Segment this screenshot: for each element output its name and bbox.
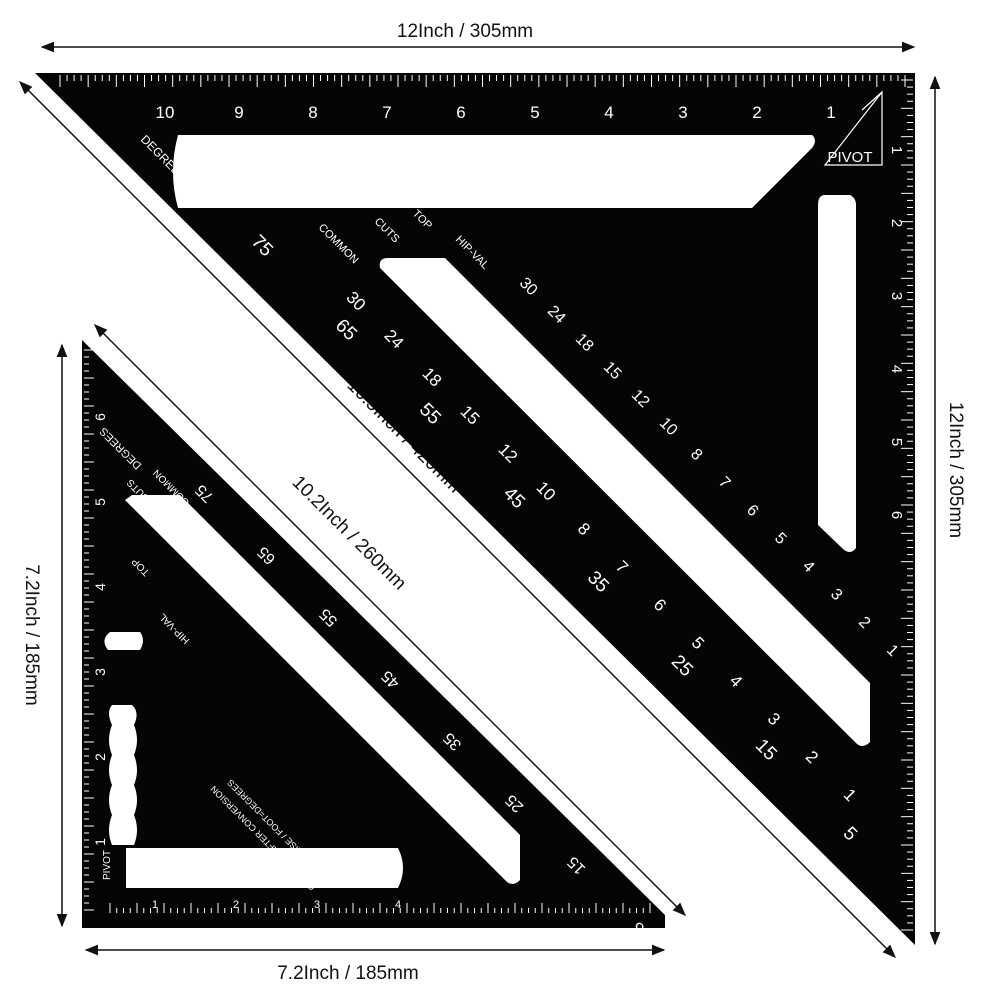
scale-mark: 1 — [92, 838, 108, 846]
scale-mark: 4 — [604, 103, 613, 122]
large-right-scale: 1 2 3 4 5 6 — [888, 79, 913, 931]
dimension-label-large-top: 12Inch / 305mm — [397, 21, 533, 42]
scale-mark: 2 — [888, 219, 905, 227]
scale-mark: 6 — [92, 413, 108, 421]
pivot-arrow-icon — [823, 90, 883, 166]
dimension-label-small-bottom: 7.2Inch / 185mm — [277, 963, 419, 984]
scale-mark: 5 — [888, 438, 905, 446]
scale-mark: 2 — [233, 899, 239, 911]
scale-mark: 2 — [92, 753, 108, 761]
scale-mark: 4 — [92, 583, 108, 591]
scale-mark: 5 — [530, 103, 539, 122]
scale-mark: 9 — [234, 103, 243, 122]
scale-mark: 7 — [382, 103, 391, 122]
scale-mark: 2 — [752, 103, 761, 122]
scale-mark: 5 — [92, 498, 108, 506]
small-bottom-scale: 1 2 3 4 — [109, 899, 651, 913]
large-pivot-label: PIVOT — [827, 149, 872, 166]
scale-mark: 8 — [308, 103, 317, 122]
large-top-scale: 10 9 8 7 6 5 4 3 2 1 — [59, 75, 906, 122]
scale-mark: 1 — [888, 146, 905, 154]
scale-mark: 1 — [826, 103, 835, 122]
scale-mark: 1 — [152, 899, 158, 911]
dimension-label-large-right: 12Inch / 305mm — [945, 402, 966, 538]
scale-mark: 4 — [888, 365, 905, 373]
scale-mark: 10 — [156, 103, 175, 122]
dimension-line-small-hypotenuse — [94, 324, 686, 916]
scale-mark: 6 — [456, 103, 465, 122]
dimension-label-small-left: 7.2Inch / 185mm — [21, 564, 42, 706]
scale-mark: 3 — [888, 292, 905, 300]
small-left-scale: 1 2 3 4 5 6 — [84, 349, 108, 911]
scale-mark: 3 — [314, 899, 320, 911]
scale-mark: 4 — [395, 899, 401, 911]
scale-mark: 3 — [678, 103, 687, 122]
scale-mark: 3 — [92, 668, 108, 676]
small-pivot-label: PIVOT — [102, 850, 113, 880]
scale-mark: 6 — [888, 511, 905, 519]
